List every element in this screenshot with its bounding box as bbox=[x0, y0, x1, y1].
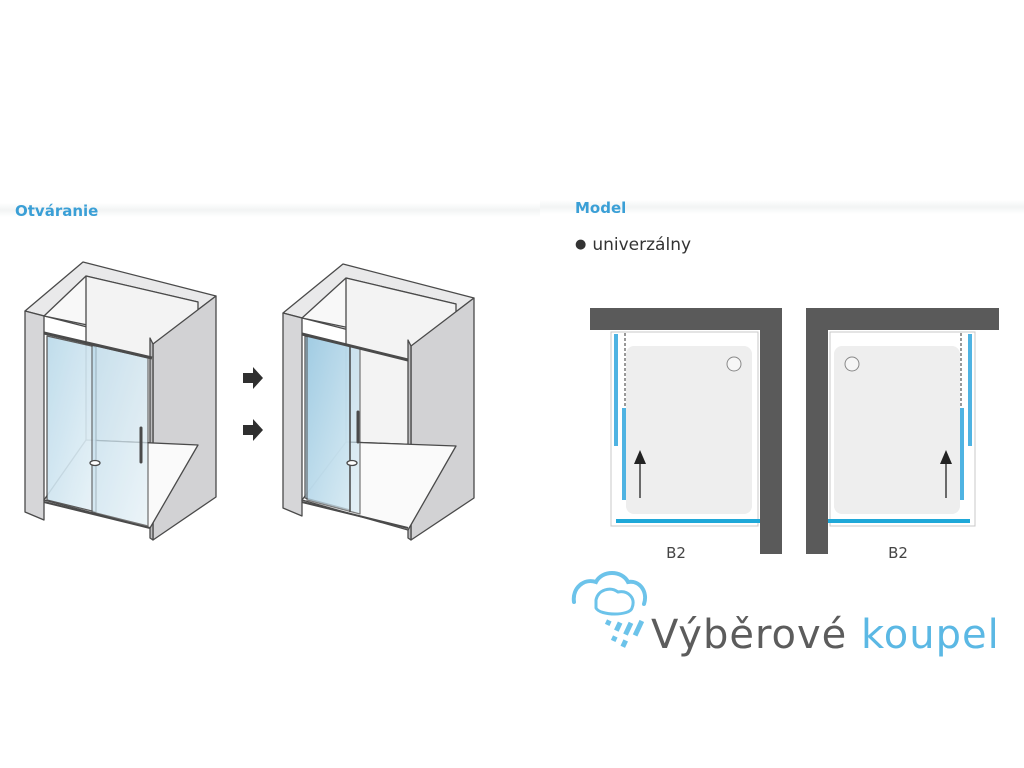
bullet-dot: ● bbox=[575, 237, 587, 252]
shower-cloud-logo-icon bbox=[571, 571, 647, 648]
opening-heading: Otváranie bbox=[15, 202, 99, 220]
brand-word-1: Výběrové bbox=[651, 612, 848, 658]
plan2-label: B2 bbox=[888, 544, 908, 562]
enclosure2-bottom-rail bbox=[301, 501, 409, 529]
plan2-wall-left bbox=[806, 308, 828, 554]
plan-view-right bbox=[806, 308, 999, 554]
enclosure2-left-wall bbox=[282, 312, 303, 517]
enclosure1-rail bbox=[43, 331, 153, 360]
plan1-arrow-up-icon bbox=[634, 450, 646, 464]
plan1-tray bbox=[626, 346, 752, 514]
heading-band-left bbox=[0, 203, 540, 217]
model-bullet: ● univerzálny bbox=[575, 235, 691, 255]
enclosure2-drain bbox=[346, 459, 358, 467]
plan2-arrow-up-icon bbox=[940, 450, 952, 464]
plan-view-left bbox=[590, 308, 782, 554]
model-bullet-text: univerzálny bbox=[592, 235, 692, 255]
enclosure1-glass-left bbox=[46, 335, 97, 513]
enclosure2-rail bbox=[301, 332, 409, 362]
plan1-wall-top bbox=[590, 308, 782, 330]
enclosure2-glass-sliding bbox=[306, 335, 361, 515]
plan2-drain bbox=[844, 356, 860, 372]
plan1-label: B2 bbox=[666, 544, 686, 562]
arrow-right-icon bbox=[243, 419, 263, 441]
plan2-tray bbox=[834, 346, 960, 514]
brand-word-2: koupel bbox=[861, 612, 1000, 658]
plan2-wall-top bbox=[806, 308, 999, 330]
brand-logo: Výběrové koupel bbox=[651, 612, 1000, 658]
transition-arrows bbox=[243, 367, 263, 441]
enclosure1-left-wall bbox=[24, 310, 45, 521]
enclosure1-drain bbox=[89, 459, 101, 467]
plan1-drain bbox=[726, 356, 742, 372]
enclosure-open bbox=[282, 263, 475, 541]
heading-band-right bbox=[540, 200, 1024, 214]
enclosure1-bottom-rail bbox=[43, 501, 151, 529]
plan1-wall-right bbox=[760, 308, 782, 554]
model-heading: Model bbox=[575, 199, 627, 217]
arrow-right-icon bbox=[243, 367, 263, 389]
enclosure-closed bbox=[24, 261, 217, 541]
